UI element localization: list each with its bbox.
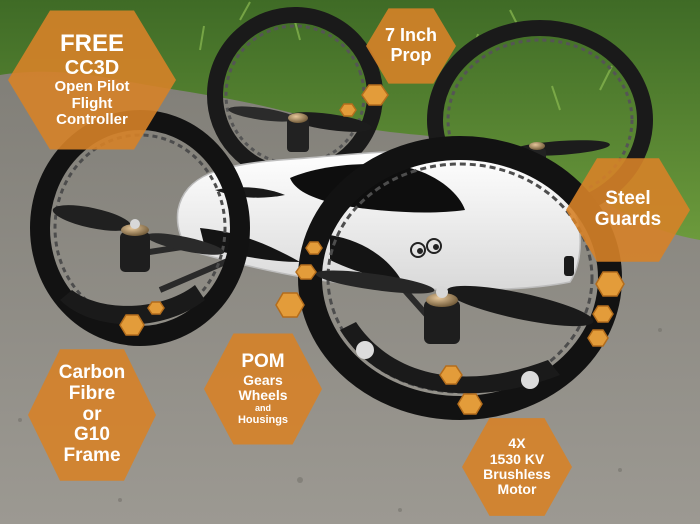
hex-marker xyxy=(305,241,323,255)
hex-marker xyxy=(439,365,463,385)
label-line: Controller xyxy=(56,111,128,129)
label-line: POM xyxy=(241,351,285,373)
hex-marker xyxy=(595,271,625,297)
hex-marker xyxy=(587,329,609,347)
hex-marker xyxy=(457,393,483,415)
hex-marker xyxy=(592,305,614,323)
label-line: Prop xyxy=(390,45,432,65)
label-line: or xyxy=(82,403,102,425)
label-line: Flight xyxy=(71,94,113,112)
prop-hex-label: 7 Inch Prop xyxy=(366,8,456,84)
label-line: 4X xyxy=(508,435,526,452)
body-stripe-1 xyxy=(200,228,300,262)
hex-marker xyxy=(119,314,145,336)
label-line: Open Pilot xyxy=(54,78,130,96)
back-propeller xyxy=(228,106,372,152)
hex-marker xyxy=(147,301,165,315)
label-line: Wheels xyxy=(238,387,288,404)
label-line: Guards xyxy=(594,209,662,230)
label-line: Steel xyxy=(605,188,651,210)
hex-marker xyxy=(339,103,357,117)
label-line: Gears xyxy=(243,372,283,389)
label-line: FREE xyxy=(59,30,124,58)
front-right-propeller xyxy=(315,270,594,344)
label-line: 7 Inch xyxy=(384,25,437,46)
label-line: Fibre xyxy=(68,382,116,404)
hex-marker xyxy=(295,264,317,280)
label-line: Brushless xyxy=(483,466,551,482)
label-line: Carbon xyxy=(58,361,126,383)
label-line: Motor xyxy=(497,481,537,498)
label-line: 1530 KV xyxy=(489,450,545,467)
hex-marker xyxy=(361,84,389,106)
label-line: G10 xyxy=(74,424,110,446)
front-left-propeller xyxy=(52,205,225,272)
label-line: Housings xyxy=(237,413,289,426)
label-line: CC3D xyxy=(64,57,120,80)
guards-hex-label: Steel Guards xyxy=(566,158,690,262)
label-line: Frame xyxy=(63,445,121,467)
eyes-decal xyxy=(410,238,442,258)
headlight xyxy=(564,256,574,276)
hex-marker xyxy=(275,292,305,318)
hex-markers xyxy=(119,84,625,415)
label-line: and xyxy=(254,402,271,413)
body-stripe-2 xyxy=(330,235,400,278)
